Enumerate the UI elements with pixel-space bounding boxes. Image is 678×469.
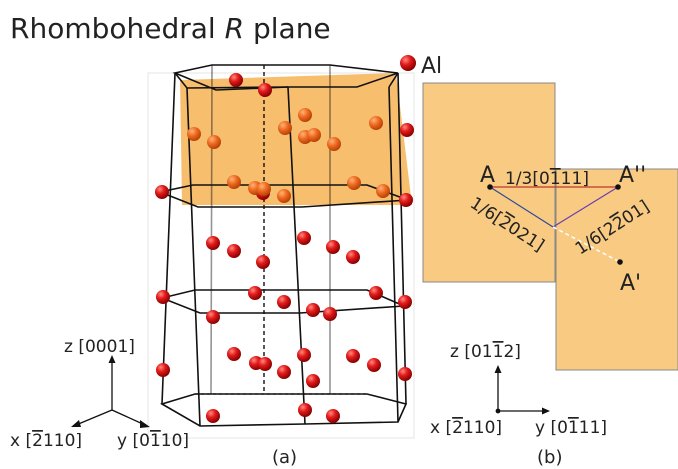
al-atom <box>346 349 360 363</box>
al-atom-in-plane <box>307 128 321 142</box>
legend-label: Al <box>421 54 442 79</box>
al-atom-in-plane <box>207 135 221 149</box>
panel-a-axes: z [0001] x [2110] y [0110] <box>10 337 189 451</box>
legend: Al <box>400 54 442 79</box>
al-atom <box>258 357 272 371</box>
al-atom <box>326 240 340 254</box>
panel-a: z [0001] x [2110] y [0110] (a) <box>10 64 415 468</box>
panel-a-frame <box>147 72 415 439</box>
al-atom <box>248 286 262 300</box>
point-a-label: A <box>480 163 495 188</box>
al-atom <box>229 73 243 87</box>
point-a2-dot <box>615 184 621 190</box>
al-atom <box>306 374 320 388</box>
al-atom <box>400 123 414 137</box>
al-atom-in-plane <box>347 176 361 190</box>
axis-b-x-label: x [2110] <box>430 418 502 438</box>
vector-1-6-a-label: 1/6[2021] <box>466 193 547 255</box>
al-atom <box>256 255 270 269</box>
r-plane <box>180 73 412 205</box>
al-atom <box>206 236 220 250</box>
al-atom <box>277 365 291 379</box>
al-atom <box>297 348 311 362</box>
al-atom <box>398 295 412 309</box>
axis-b-z-label: z [0112] <box>450 342 521 362</box>
plane-upper <box>422 82 556 283</box>
al-atom <box>306 303 320 317</box>
al-atoms <box>155 73 414 423</box>
al-atom <box>258 83 272 97</box>
al-atom <box>155 185 169 199</box>
al-atom <box>326 409 340 423</box>
point-a1-label: A' <box>620 271 641 296</box>
al-atom-in-plane <box>227 175 241 189</box>
al-atom <box>206 310 220 324</box>
al-atom-in-plane <box>376 184 390 198</box>
axis-x-label: x [2110] <box>10 431 82 451</box>
al-atom <box>277 295 291 309</box>
al-atom <box>298 403 312 417</box>
al-atom <box>227 347 241 361</box>
unit-cell-wireframe <box>157 64 409 427</box>
panel-b: A A'' A' 1/3[0111] 1/6[2021] 1/6[2201] z… <box>422 82 678 468</box>
vector-1-6-a <box>489 186 554 228</box>
al-atom-in-plane <box>327 137 341 151</box>
axis-y-label: y [0110] <box>117 431 189 451</box>
vector-1-6-b <box>552 186 619 228</box>
axis-b-y-label: y [0111] <box>535 418 607 438</box>
legend-atom-icon <box>400 55 416 71</box>
point-a2-label: A'' <box>619 163 646 188</box>
point-a-dot <box>487 184 493 190</box>
al-atom <box>227 244 241 258</box>
al-atom-in-plane <box>277 189 291 203</box>
al-atom <box>297 231 311 245</box>
al-atom <box>367 358 381 372</box>
vector-1-6-b-label: 1/6[2201] <box>572 197 653 259</box>
al-atom-in-plane <box>298 108 312 122</box>
al-atom <box>399 193 413 207</box>
al-atom <box>369 286 383 300</box>
al-atom-in-plane <box>278 121 292 135</box>
caption-b: (b) <box>537 447 562 468</box>
al-atom-in-plane <box>257 182 271 196</box>
dashed-to-a-prime <box>552 226 621 263</box>
caption-a: (a) <box>272 447 297 468</box>
al-atom <box>323 307 337 321</box>
al-atom <box>346 250 360 264</box>
al-atom-in-plane <box>369 116 383 130</box>
plane-lower <box>555 168 678 371</box>
point-a1-dot <box>617 259 623 265</box>
al-atom <box>156 290 170 304</box>
panel-b-axes: z [0112] x [2110] y [0111] <box>430 342 607 438</box>
axis-z-label: z [0001] <box>64 337 135 357</box>
vector-1-3-label: 1/3[0111] <box>505 169 589 189</box>
al-atom <box>206 409 220 423</box>
figure-title: Rhombohedral R plane <box>10 12 331 45</box>
al-atom-in-plane <box>187 127 201 141</box>
al-atom <box>156 363 170 377</box>
al-atom <box>398 367 412 381</box>
